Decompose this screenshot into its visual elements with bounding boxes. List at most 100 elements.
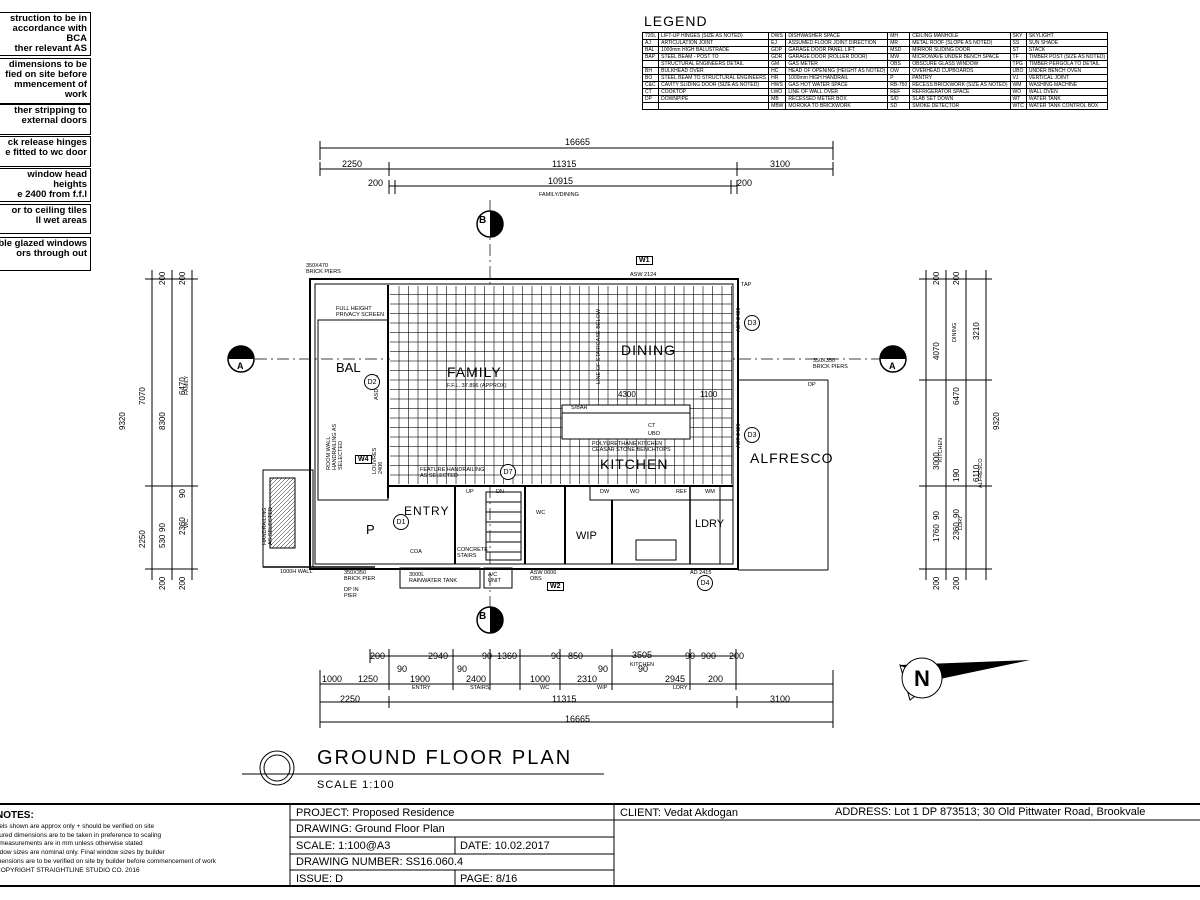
dim-right-alfresco: ALFRESCO (978, 458, 984, 488)
dim-right-200a: 200 (932, 271, 941, 285)
door-tag-d4: D4 (697, 575, 713, 591)
note-wm: WM (705, 489, 715, 495)
dim-left-200d: 200 (178, 576, 187, 590)
dim-bot2-4: 1000 (530, 674, 551, 684)
window-tag-w2: W2 (547, 582, 564, 591)
note-handrailing-left: HANDRAILING AS SELECTED (262, 507, 274, 545)
tb-scale: SCALE: 1:100@A3 (296, 840, 391, 852)
dim-bot1-9: 200 (729, 651, 745, 661)
dim-right-9320: 9320 (992, 412, 1001, 430)
dim-bot-seg-3: 3100 (770, 694, 791, 704)
dim-left-9320: 9320 (118, 412, 127, 430)
dim-left-530: 530 (158, 534, 167, 548)
section-label-b-bottom: B (479, 611, 487, 622)
dim-bot1-5: 850 (568, 651, 584, 661)
door-tag-d2: D2 (364, 374, 380, 390)
tb-address: ADDRESS: Lot 1 DP 873513; 30 Old Pittwat… (835, 806, 1146, 818)
section-marker-a-left (227, 345, 255, 373)
notes-line: COPYRIGHT STRAIGHTLINE STUDIO CO. 2016 (0, 866, 140, 874)
notes-title: NOTES: (0, 810, 34, 821)
note-ast-top: AST 2426 (736, 307, 742, 332)
dim-bot2-0: 1000 (322, 674, 343, 684)
note-box-1: struction to be in accordance with BCA t… (0, 12, 91, 56)
section-label-a-right: A (889, 361, 896, 371)
note-sbar: S/BAR (571, 405, 588, 411)
dim-top-seg-1: 2250 (342, 159, 363, 169)
dim-left-7070: 7070 (138, 387, 147, 405)
dim-top-seg-3: 3100 (770, 159, 791, 169)
dim-bot2-2: 1900 (410, 674, 431, 684)
legend-cell: WATER TANK CONTROL BOX (1025, 102, 1109, 110)
dim-bot1-6: 3505 (632, 650, 653, 660)
svg-text:N: N (914, 666, 930, 691)
room-ldry: LDRY (695, 518, 725, 530)
dim-right-200d: 200 (952, 576, 961, 590)
dim-left-200c: 200 (158, 576, 167, 590)
window-tag-w1: W1 (636, 256, 653, 265)
tb-number: DRAWING NUMBER: SS16.060.4 (296, 856, 464, 868)
dim-bot1-kitchen: KITCHEN (630, 662, 655, 668)
legend-cell (641, 102, 660, 110)
note-box-6: or to ceiling tiles ll wet areas (0, 204, 91, 234)
room-dining: DINING (621, 342, 676, 358)
dim-right-6470: 6470 (952, 387, 961, 405)
note-up: UP (466, 489, 474, 495)
dim-bot2-wc: WC (540, 685, 550, 691)
dim-right-kitchen: KITCHEN (938, 437, 944, 462)
room-entry: ENTRY (404, 504, 450, 518)
dim-bot2-stairs: STAIRS (470, 685, 490, 691)
dim-bot2-5: 2310 (577, 674, 598, 684)
note-ast-mid: AST 2426 (736, 423, 742, 448)
dim-bot1-0: 200 (370, 651, 386, 661)
dim-top-overall: 16665 (565, 137, 591, 147)
notes-line: sured dimensions are to be taken in pref… (0, 831, 162, 839)
note-4300: 4300 (618, 390, 636, 399)
room-family-ffl: F.F.L. 37.896 (APPROX) (447, 383, 507, 389)
note-concrete-stairs: CONCRETE STAIRS (457, 547, 488, 559)
dim-right-ldry: LDRY (958, 515, 964, 530)
room-wip: WIP (576, 530, 597, 542)
dim-top-seg-2: 11315 (552, 159, 577, 169)
note-box-5: window head heights e 2400 from f.f.l (0, 168, 91, 202)
dim-bot2-entry: ENTRY (412, 685, 431, 691)
note-brick-pier-bottom: 350X350 BRICK PIER (344, 570, 376, 582)
note-rainwater-tank: 3000L RAINWATER TANK (409, 572, 458, 584)
dim-bot-seg-1: 2250 (340, 694, 361, 704)
tb-project: PROJECT: Proposed Residence (296, 807, 455, 819)
dim-right-200b: 200 (952, 271, 961, 285)
dim-left-2250: 2250 (138, 530, 147, 548)
note-dp-right: DP (808, 382, 816, 388)
note-brick-piers-top: 350X470 BRICK PIERS (306, 263, 341, 275)
dim-left-family: FAMILY (184, 375, 190, 395)
note-asw0606: ASW 0606 OBS (530, 570, 557, 582)
section-label-b-top: B (479, 215, 487, 226)
note-box-3: ther stripping to external doors (0, 104, 91, 135)
note-1000h-wall: 1000H WALL (280, 569, 313, 575)
dim-right-200c: 200 (932, 576, 941, 590)
note-box-2: dimensions to be fied on site before mme… (0, 58, 91, 104)
dim-bot1-7: 90 (685, 651, 696, 661)
dim-left-90b: 90 (158, 523, 167, 532)
dim-bot2-small-1: 90 (457, 664, 468, 674)
dim-top-inner-2: 10915 (548, 176, 574, 186)
dim-left-wc: WC (184, 518, 190, 528)
dim-bot2-small-3: 90 (638, 664, 649, 674)
note-line-of-stair: LINE OF STAIRCASE BELOW (596, 308, 602, 384)
north-arrow-icon: N (899, 657, 1030, 701)
room-p: P (366, 522, 375, 537)
dim-right-dining: DINING (952, 322, 958, 342)
note-box-7: ble glazed windows ors through out (0, 237, 91, 271)
note-dw: DW (600, 489, 610, 495)
notes-body: vels shown are approx only + should be v… (0, 823, 216, 875)
dim-right-4070: 4070 (932, 342, 941, 360)
dim-bot2-1: 1250 (358, 674, 379, 684)
dim-top-inner-label: FAMILY/DINING (539, 192, 579, 198)
dim-left-200a: 200 (158, 271, 167, 285)
note-poly-kitchen: POLYURETHANE KITCHEN CEASAR STONE BENCHT… (592, 441, 671, 453)
legend-cell: WTC (1009, 102, 1027, 110)
